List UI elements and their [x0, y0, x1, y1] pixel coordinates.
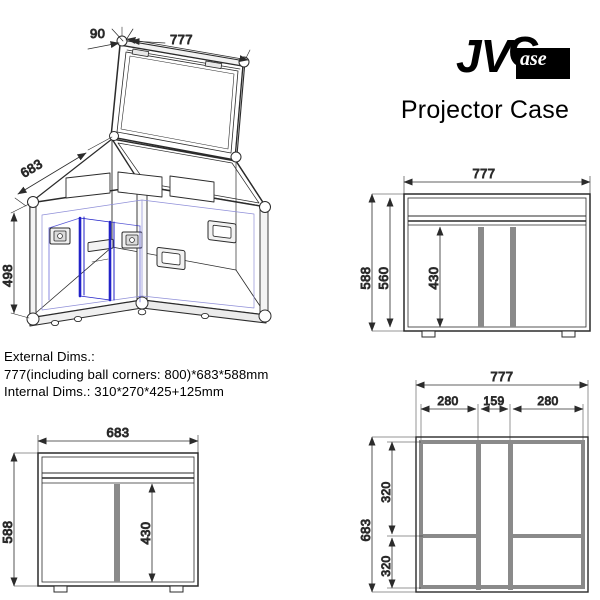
top-inner-wall [419, 440, 585, 589]
dim-label-iso-777: 777 [170, 32, 193, 47]
dim-side-588 [10, 452, 38, 587]
front-view-group: 777 588 560 430 [358, 166, 591, 338]
dim-label-top-bay-left: 280 [437, 394, 458, 408]
dim-label-iso-498: 498 [0, 264, 15, 287]
dim-front-588 [368, 193, 404, 332]
brand-logo: JV C ase [398, 26, 598, 86]
specifications-block: External Dims.: 777(including ball corne… [4, 348, 334, 401]
latch-icon [49, 227, 71, 245]
external-dims-value: 777(including ball corners: 800)*683*588… [4, 366, 269, 382]
dim-label-top-row-top: 320 [379, 481, 393, 502]
dim-top-777 [415, 380, 589, 437]
iso-blue-dividers [48, 216, 141, 303]
dim-label-top-bay-center: 159 [483, 394, 504, 408]
brand-box [516, 48, 570, 79]
dim-label-front-560: 560 [376, 267, 391, 290]
dim-top-683 [368, 436, 416, 593]
top-view-group: 777 280 159 280 683 [358, 369, 589, 593]
brand-ase-text: ase [520, 48, 547, 70]
side-foot [169, 585, 184, 593]
dim-side-683 [37, 435, 199, 453]
dim-label-front-777: 777 [473, 166, 496, 181]
dim-label-top-683: 683 [358, 519, 373, 542]
front-divider [478, 227, 484, 327]
side-foot [53, 585, 68, 593]
front-divider [510, 227, 516, 327]
dim-top-bays [420, 404, 584, 440]
top-divider-cross [511, 534, 583, 538]
id-plate [87, 238, 114, 263]
dim-label-iso-683: 683 [18, 156, 45, 181]
dim-label-top-777: 777 [491, 369, 514, 384]
dim-label-side-683: 683 [107, 425, 130, 440]
front-foot [421, 330, 436, 338]
dim-label-iso-90: 90 [90, 26, 105, 41]
external-dims-label: External Dims.: [4, 349, 95, 364]
internal-dims-line: Internal Dims.: 310*270*425+125mm [4, 384, 224, 400]
dim-label-front-430: 430 [426, 267, 441, 290]
top-divider-long [508, 440, 513, 590]
dim-label-side-430: 430 [138, 522, 153, 545]
dim-label-top-bay-right: 280 [537, 394, 558, 408]
dim-front-777 [403, 176, 591, 194]
handle-icon [207, 220, 237, 244]
dim-iso-777 [121, 26, 251, 62]
handle-icon [156, 247, 186, 270]
dim-top-rows [387, 441, 423, 589]
iso-view-group: 90 777 683 498 [0, 26, 272, 327]
dim-label-front-588: 588 [358, 267, 373, 290]
dim-label-side-588: 588 [0, 521, 15, 544]
dim-label-top-row-bottom: 320 [379, 555, 393, 576]
brand-c-letter: C [508, 28, 541, 77]
front-foot [561, 330, 576, 338]
dim-iso-498 [10, 203, 30, 319]
side-view-group: 683 588 430 [0, 425, 199, 593]
side-divider [114, 484, 120, 582]
latch-icon [121, 231, 143, 249]
dim-iso-683 [14, 136, 113, 207]
top-divider-cross [423, 534, 478, 538]
brand-jv-text: JV [455, 30, 511, 82]
page-title: Projector Case [400, 96, 570, 124]
top-divider-long [476, 440, 481, 590]
